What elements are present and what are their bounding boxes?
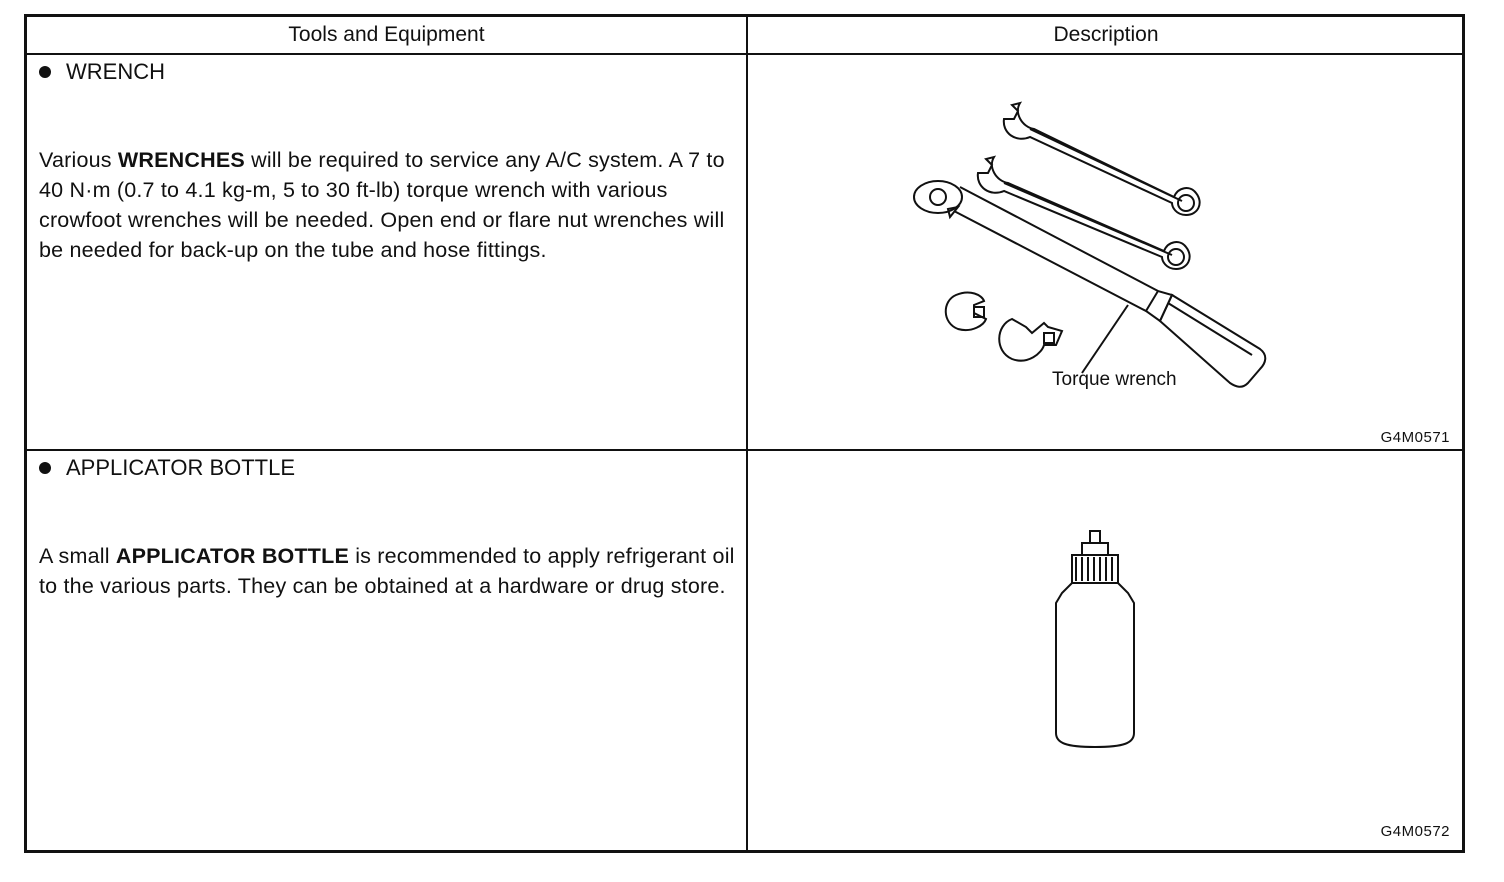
tools-table: Tools and Equipment Description WRENCH V… — [24, 14, 1465, 853]
desc-text: is recommended to apply refrigerant oil … — [39, 544, 735, 598]
row-title-bottle: APPLICATOR BOTTLE — [39, 455, 295, 481]
wrench-set-illustration: Torque wrench — [913, 101, 1267, 390]
row-title-wrench: WRENCH — [39, 59, 165, 85]
row-divider — [27, 449, 1462, 451]
desc-text: A small — [39, 544, 116, 568]
header-tools: Tools and Equipment — [288, 23, 485, 46]
applicator-bottle-illustration — [1055, 530, 1135, 749]
desc-bold: APPLICATOR BOTTLE — [115, 544, 350, 568]
desc-bold: WRENCHES — [117, 148, 245, 172]
row-description-wrench: Various WRENCHES will be required to ser… — [39, 145, 739, 265]
torque-wrench-label: Torque wrench — [1052, 369, 1177, 390]
row-title-label: APPLICATOR BOTTLE — [66, 455, 296, 480]
header-description: Description — [1053, 23, 1159, 46]
figure-code-wrench: G4M0571 — [1380, 429, 1450, 446]
row-description-bottle: A small APPLICATOR BOTTLE is recommended… — [39, 541, 739, 601]
bullet-icon — [39, 66, 51, 78]
row-title-label: WRENCH — [66, 59, 165, 84]
header-divider — [27, 53, 1462, 55]
bullet-icon — [39, 462, 51, 474]
desc-text: will be required to service any A/C syst… — [39, 148, 725, 262]
desc-text: Various — [39, 148, 118, 172]
figure-code-bottle: G4M0572 — [1380, 823, 1450, 840]
column-divider — [746, 17, 748, 850]
